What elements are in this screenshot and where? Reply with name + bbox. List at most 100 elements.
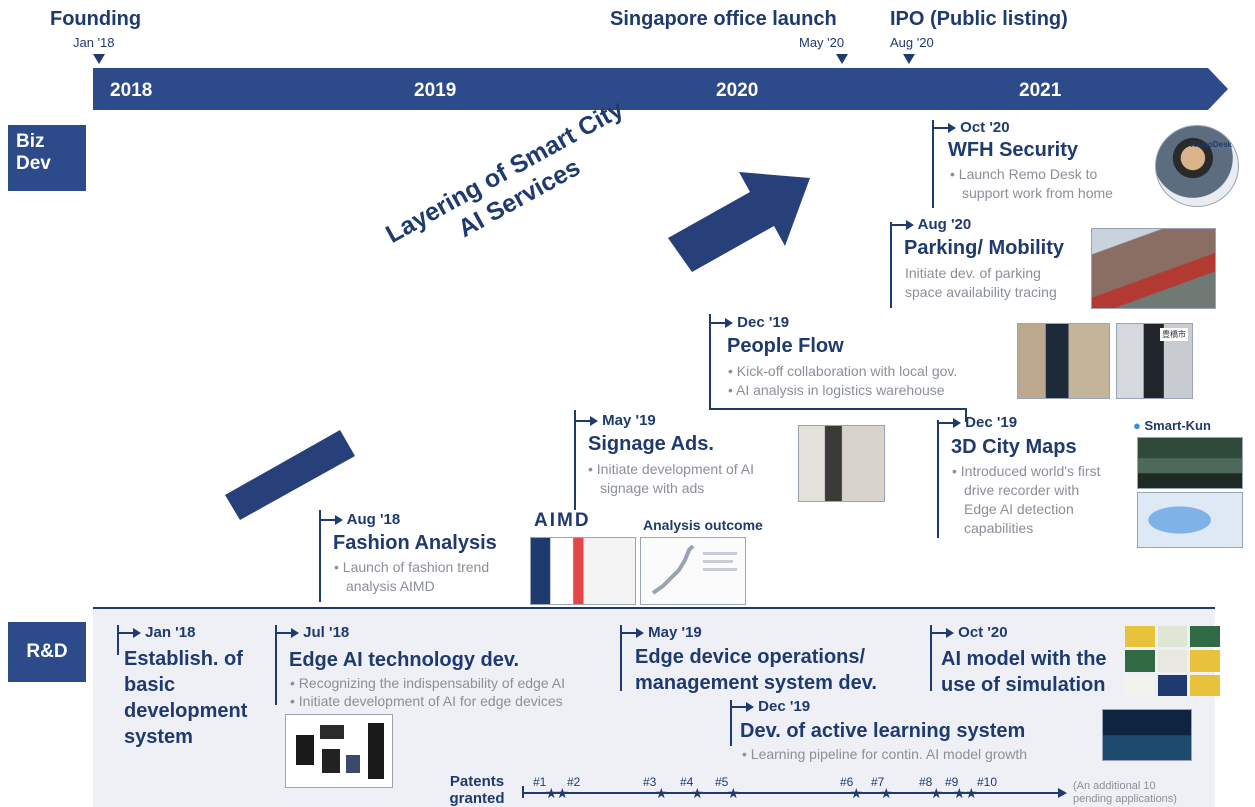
milestone-singapore-date: May '20 bbox=[799, 35, 845, 50]
event-peopleflow-desc-2: • AI analysis in logistics warehouse bbox=[728, 382, 945, 398]
patent-star-icon: ★ bbox=[880, 785, 893, 801]
event-fashion-title: Fashion Analysis bbox=[333, 532, 497, 554]
patent-star-icon: ★ bbox=[850, 785, 863, 801]
event-parking-desc-1: Initiate dev. of parking bbox=[905, 265, 1041, 281]
aimd-logo: AIMD bbox=[534, 510, 591, 531]
rd-dec19-desc-1: • Learning pipeline for contin. AI model… bbox=[742, 746, 1028, 762]
event-citymaps-date: Dec '19 bbox=[939, 414, 1017, 431]
event-fashion-desc-1: • Launch of fashion trend bbox=[334, 559, 490, 575]
rd-may19-title: Edge device operations/ management syste… bbox=[635, 646, 877, 694]
bracket-peopleflow bbox=[709, 314, 711, 410]
patent-star-icon: ★ bbox=[930, 785, 943, 801]
rd-jul18-date: Jul '18 bbox=[277, 624, 349, 641]
patent-star-icon: ★ bbox=[953, 785, 966, 801]
plate-image bbox=[1125, 626, 1155, 648]
rd-panel bbox=[93, 609, 1215, 807]
drive-recorder-photo bbox=[1137, 437, 1243, 489]
city-map-image bbox=[1137, 492, 1243, 548]
event-parking-desc-2: space availability tracing bbox=[905, 284, 1057, 300]
event-citymaps-desc-3: Edge AI detection bbox=[964, 501, 1074, 517]
event-signage-desc-2: signage with ads bbox=[600, 480, 705, 496]
event-wfh-desc-1: • Launch Remo Desk to bbox=[950, 166, 1098, 182]
event-wfh-desc-2: support work from home bbox=[962, 185, 1113, 201]
milestone-founding-date: Jan '18 bbox=[73, 35, 115, 50]
bracket-rd-oct20 bbox=[930, 625, 932, 691]
bracket-signage bbox=[574, 410, 576, 510]
bracket-rd-may19 bbox=[620, 625, 622, 691]
rd-oct20-title: AI model with the use of simulation bbox=[941, 648, 1107, 696]
patent-star-icon: ★ bbox=[556, 785, 569, 801]
event-parking-title: Parking/ Mobility bbox=[904, 237, 1065, 259]
patent-star-icon: ★ bbox=[545, 785, 558, 801]
plate-image bbox=[1190, 674, 1220, 696]
row-label-bizdev: Biz Dev bbox=[8, 125, 86, 191]
plate-image bbox=[1157, 674, 1188, 696]
event-wfh-title: WFH Security bbox=[948, 139, 1079, 161]
milestone-founding-marker bbox=[93, 54, 105, 64]
bracket-rd-jan18 bbox=[117, 625, 119, 655]
year-2021: 2021 bbox=[1019, 80, 1062, 101]
rd-dec19-title: Dev. of active learning system bbox=[740, 720, 1026, 742]
patent-2-label: #2 bbox=[567, 775, 581, 789]
plate-image bbox=[1157, 626, 1188, 648]
patent-8-label: #8 bbox=[919, 775, 933, 789]
event-fashion-desc-2: analysis AIMD bbox=[346, 578, 435, 594]
year-timeline-band bbox=[93, 68, 1228, 110]
event-wfh-date: Oct '20 bbox=[934, 119, 1010, 136]
row-label-rd: R&D bbox=[8, 622, 86, 682]
milestone-ipo-marker bbox=[903, 54, 915, 64]
plate-image bbox=[1190, 650, 1220, 672]
patents-timeline-start bbox=[522, 786, 524, 798]
patent-1-label: #1 bbox=[533, 775, 547, 789]
remodesk-logo: RemoDesk bbox=[1190, 140, 1232, 149]
milestone-ipo-date: Aug '20 bbox=[890, 35, 934, 50]
patents-pending-note: (An additional 10 pending applications) bbox=[1073, 780, 1177, 805]
rd-jul18-title: Edge AI technology dev. bbox=[289, 649, 520, 671]
patent-star-icon: ★ bbox=[965, 785, 978, 801]
rd-dec19-date: Dec '19 bbox=[732, 698, 810, 715]
aimd-dashboard-screenshot bbox=[530, 537, 636, 605]
milestone-singapore-marker bbox=[836, 54, 848, 64]
year-2018: 2018 bbox=[110, 80, 153, 101]
year-2019: 2019 bbox=[414, 80, 457, 101]
patent-6-label: #6 bbox=[840, 775, 854, 789]
signage-ads-photo bbox=[798, 425, 885, 502]
patent-3-label: #3 bbox=[643, 775, 657, 789]
edge-devices-icon bbox=[296, 723, 384, 779]
rd-jan18-title: Establish. of basic development system bbox=[124, 648, 248, 748]
diagonal-growth-arrow bbox=[225, 172, 810, 520]
patent-5-label: #5 bbox=[715, 775, 729, 789]
japan-map-icon bbox=[651, 544, 737, 595]
rd-top-line bbox=[93, 607, 1215, 609]
patent-star-icon: ★ bbox=[655, 785, 668, 801]
bracket-wfh bbox=[932, 120, 934, 208]
smartkun-logo: ● Smart-Kun bbox=[1133, 418, 1211, 433]
event-peopleflow-date: Dec '19 bbox=[711, 314, 789, 331]
license-plates-grid bbox=[1125, 626, 1220, 696]
rd-may19-date: May '19 bbox=[622, 624, 702, 641]
patents-timeline-arrow bbox=[1058, 788, 1067, 798]
event-fashion-date: Aug '18 bbox=[321, 511, 400, 528]
bracket-peopleflow-base bbox=[709, 408, 967, 410]
milestone-ipo-title: IPO (Public listing) bbox=[890, 8, 1068, 30]
patents-timeline-line bbox=[522, 792, 1062, 794]
signage-kiosk-photo-1 bbox=[1017, 323, 1110, 399]
parking-lot-photo bbox=[1091, 228, 1216, 309]
milestone-singapore-title: Singapore office launch bbox=[610, 8, 837, 30]
remodesk-photo: RemoDesk bbox=[1155, 125, 1239, 207]
patent-4-label: #4 bbox=[680, 775, 694, 789]
bracket-citymaps bbox=[937, 420, 939, 538]
event-citymaps-desc-1: • Introduced world's first bbox=[952, 463, 1101, 479]
plate-image bbox=[1157, 650, 1188, 672]
plate-image bbox=[1125, 674, 1155, 696]
edge-devices-photo bbox=[285, 714, 393, 788]
bracket-fashion bbox=[319, 510, 321, 602]
year-2020: 2020 bbox=[716, 80, 759, 101]
rd-jul18-desc-2: • Initiate development of AI for edge de… bbox=[290, 693, 563, 709]
bracket-rd-dec19 bbox=[730, 700, 732, 746]
event-citymaps-desc-2: drive recorder with bbox=[964, 482, 1080, 498]
analysis-outcome-label: Analysis outcome bbox=[643, 517, 763, 533]
event-citymaps-desc-4: capabilities bbox=[964, 520, 1034, 536]
event-signage-date: May '19 bbox=[576, 412, 656, 429]
event-signage-desc-1: • Initiate development of AI bbox=[588, 461, 755, 477]
